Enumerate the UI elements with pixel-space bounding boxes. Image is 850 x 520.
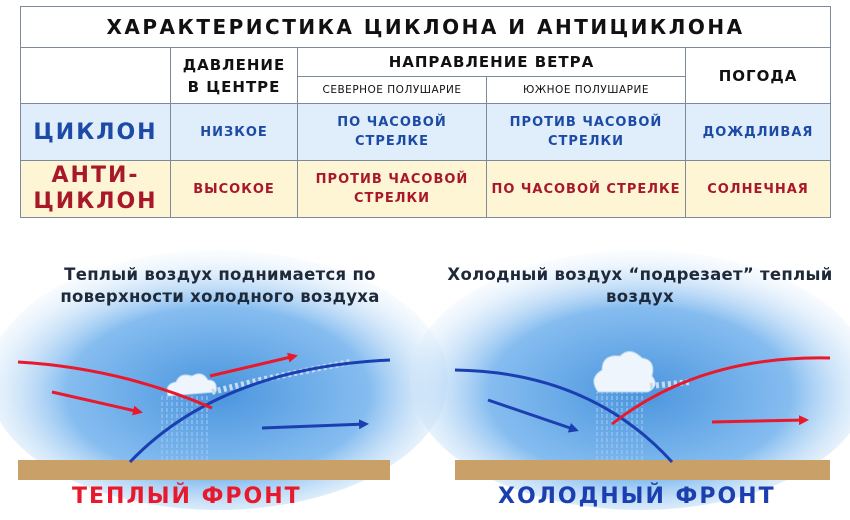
row-name-anticyclone: АНТИ-ЦИКЛОН (20, 160, 171, 218)
cold-front-ground (455, 460, 830, 480)
header-north-hemisphere: СЕВЕРНОЕ ПОЛУШАРИЕ (297, 76, 487, 104)
warm-air-boundary (17, 360, 213, 410)
cyclone-south: ПРОТИВ ЧАСОВОЙ СТРЕЛКИ (486, 103, 686, 161)
cyclone-pressure: НИЗКОЕ (170, 103, 298, 161)
header-south-hemisphere: ЮЖНОЕ ПОЛУШАРИЕ (486, 76, 686, 104)
warm-air-arrow-cold-front (711, 415, 809, 426)
cyclone-weather: ДОЖДЛИВАЯ (684, 103, 832, 161)
cold-air-arrow (261, 419, 369, 430)
warm-air-arrow-up (209, 352, 298, 378)
cold-front-caption: Холодный воздух “подрезает” теплый возду… (447, 265, 833, 306)
cold-front-cloud-band (649, 379, 691, 389)
anticyclone-weather: СОЛНЕЧНАЯ (684, 160, 832, 218)
warm-air-arrow-left (51, 390, 143, 416)
anticyclone-pressure: ВЫСОКОЕ (170, 160, 298, 218)
cold-front-label: ХОЛОДНЫЙ ФРОНТ (498, 484, 776, 509)
cold-air-arrow-cold-front (487, 398, 579, 433)
cold-front-panel (410, 250, 850, 510)
warm-front-cloud (166, 373, 217, 397)
warm-front-panel (0, 250, 448, 510)
cold-front-surface (454, 368, 674, 464)
warm-front-ground (18, 460, 390, 480)
anticyclone-south: ПО ЧАСОВОЙ СТРЕЛКЕ (486, 160, 686, 218)
header-weather: ПОГОДА (684, 47, 832, 104)
header-pressure: ДАВЛЕНИЕ В ЦЕНТРЕ (170, 47, 298, 104)
warm-front-sky (0, 250, 448, 510)
warm-front-label: ТЕПЛЫЙ ФРОНТ (72, 484, 302, 509)
table-row-cyclone: ЦИКЛОН НИЗКОЕ ПО ЧАСОВОЙ СТРЕЛКЕ ПРОТИВ … (20, 103, 832, 161)
header-wind-direction: НАПРАВЛЕНИЕ ВЕТРА (297, 47, 686, 77)
warm-air-boundary-cold-front (611, 356, 831, 426)
characteristics-table: ХАРАКТЕРИСТИКА ЦИКЛОНА И АНТИЦИКЛОНА ДАВ… (19, 6, 832, 218)
anticyclone-north: ПРОТИВ ЧАСОВОЙ СТРЕЛКИ (297, 160, 487, 218)
warm-front-caption: Теплый воздух поднимается по поверхности… (60, 265, 380, 306)
cold-front-cloud (593, 351, 656, 393)
warm-front-surface (128, 358, 391, 464)
characteristics-table-container: ХАРАКТЕРИСТИКА ЦИКЛОНА И АНТИЦИКЛОНА ДАВ… (19, 6, 832, 232)
cold-front-rain (594, 392, 646, 460)
table-row-anticyclone: АНТИ-ЦИКЛОН ВЫСОКОЕ ПРОТИВ ЧАСОВОЙ СТРЕЛ… (20, 160, 832, 218)
table-title: ХАРАКТЕРИСТИКА ЦИКЛОНА И АНТИЦИКЛОНА (19, 6, 832, 48)
